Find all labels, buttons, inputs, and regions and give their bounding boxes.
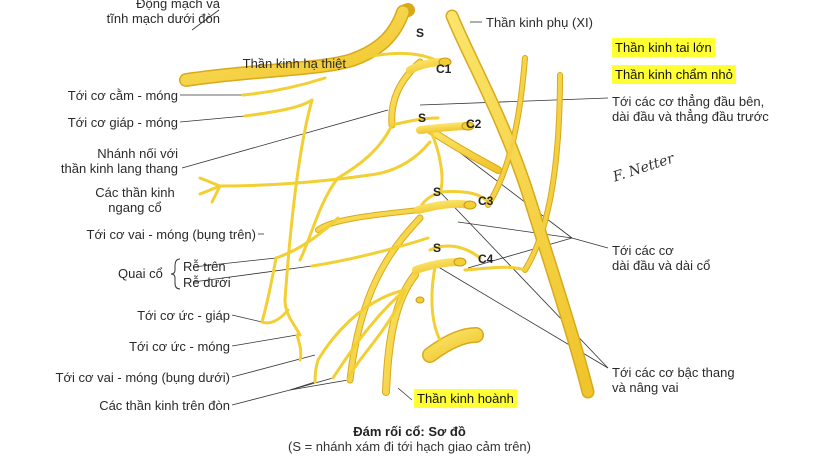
label-accessory: Thần kinh phụ (XI) bbox=[486, 15, 593, 30]
label-superior-root: Rễ trên bbox=[183, 259, 226, 274]
label-sternohyoid: Tới cơ ức - móng bbox=[100, 339, 230, 354]
label-hypoglossal: Thần kinh hạ thiệt bbox=[200, 56, 346, 71]
tag-s4: S bbox=[433, 241, 441, 255]
label-omohyoid-superior: Tới cơ vai - móng (bụng trên) bbox=[40, 227, 256, 242]
label-sternothyroid: Tới cơ ức - giáp bbox=[100, 308, 230, 323]
label-lesser-occipital: Thần kinh chẩm nhỏ bbox=[612, 65, 736, 84]
tag-s3: S bbox=[433, 185, 441, 199]
label-thyrohyoid: Tới cơ giáp - móng bbox=[50, 115, 178, 130]
label-vagus-connection: Nhánh nối với thần kinh lang thang bbox=[40, 146, 178, 176]
label-omohyoid-inferior: Tới cơ vai - móng (bụng dưới) bbox=[20, 370, 230, 385]
label-transverse-cervical: Các thần kinh ngang cổ bbox=[85, 185, 185, 215]
label-great-auricular: Thần kinh tai lớn bbox=[612, 38, 715, 57]
label-ansa-cervicalis: Quai cổ bbox=[118, 266, 163, 281]
label-geniohyoid: Tới cơ cằm - móng bbox=[50, 88, 178, 103]
label-rectus-capitis: Tới các cơ thẳng đầu bên, dài đầu và thẳ… bbox=[612, 94, 769, 124]
label-longus-muscles: Tới các cơ dài đầu và dài cổ bbox=[612, 243, 710, 273]
label-scalene: Tới các cơ bậc thang và nâng vai bbox=[612, 365, 735, 395]
label-phrenic: Thần kinh hoành bbox=[414, 389, 517, 408]
tag-c4: C4 bbox=[478, 252, 493, 266]
tag-c3: C3 bbox=[478, 194, 493, 208]
caption-title: Đám rối cổ: Sơ đồ bbox=[0, 424, 819, 439]
tag-s2: S bbox=[418, 111, 426, 125]
caption-subtitle: (S = nhánh xám đi tới hạch giao cảm trên… bbox=[0, 439, 819, 454]
label-supraclavicular: Các thần kinh trên đòn bbox=[40, 398, 230, 413]
tag-s1: S bbox=[416, 26, 424, 40]
label-subclavian: Động mạch và tĩnh mạch dưới đòn bbox=[90, 0, 220, 26]
tag-c2: C2 bbox=[466, 117, 481, 131]
label-inferior-root: Rễ dưới bbox=[183, 275, 231, 290]
tag-c1: C1 bbox=[436, 62, 451, 76]
